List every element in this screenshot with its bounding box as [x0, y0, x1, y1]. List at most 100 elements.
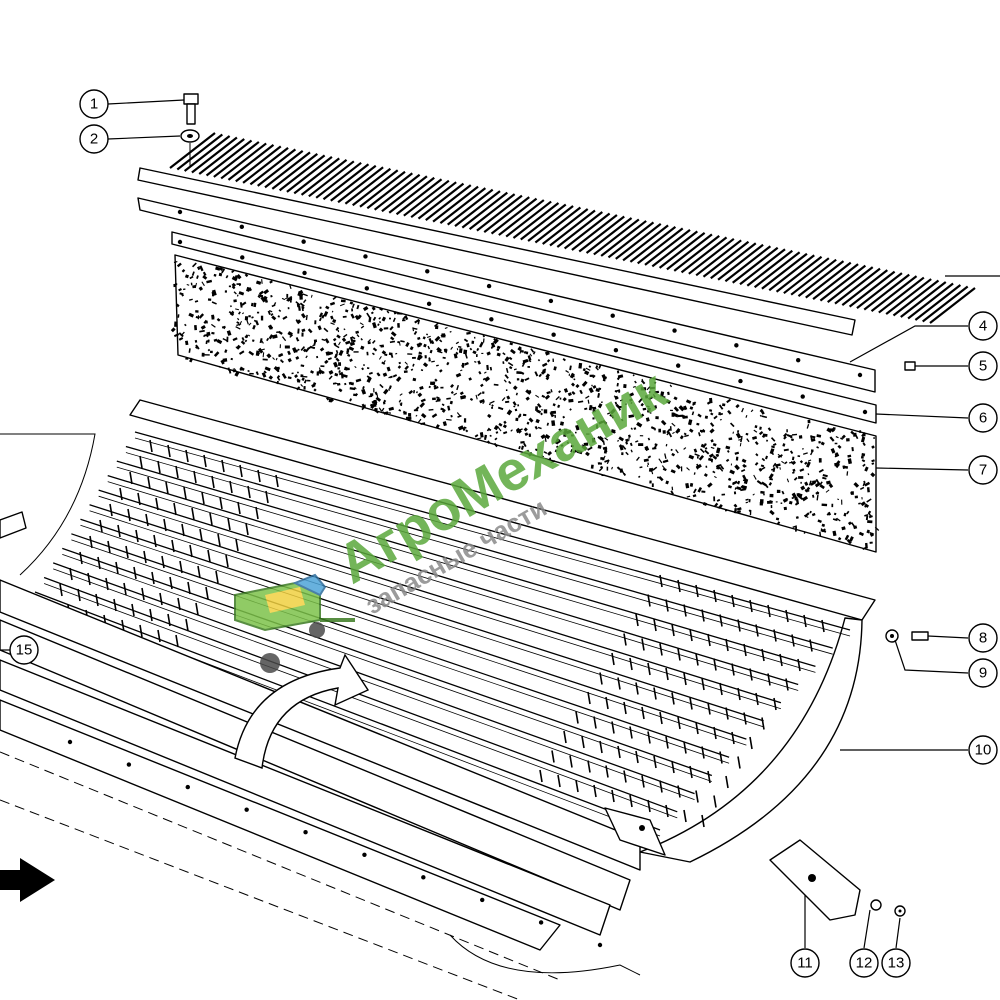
concave-slot: [611, 721, 615, 734]
mat-speck: [758, 431, 764, 436]
mat-speck: [562, 397, 567, 402]
mat-speck: [181, 331, 185, 336]
mat-speck: [466, 331, 471, 335]
mat-speck: [818, 468, 824, 473]
mat-speck: [248, 350, 255, 356]
mat-speck: [481, 352, 484, 354]
mat-speck: [329, 301, 336, 306]
mat-speck: [413, 330, 418, 336]
comb-finger: [249, 148, 297, 186]
mat-speck: [337, 367, 340, 370]
mat-speck: [471, 340, 475, 344]
mat-speck: [525, 389, 532, 395]
mat-speck: [271, 334, 278, 339]
mat-speck: [516, 371, 522, 375]
concave-slot: [653, 687, 657, 700]
comb-finger: [710, 242, 757, 280]
mat-speck: [853, 482, 860, 488]
callout-number: 10: [975, 742, 992, 759]
mat-speck: [482, 377, 486, 381]
concave-slot: [647, 799, 651, 813]
concave-slot: [139, 455, 143, 469]
mat-speck: [799, 468, 805, 472]
concave-slot: [623, 770, 627, 783]
concave-slot: [725, 707, 729, 720]
mat-speck: [218, 272, 223, 277]
comb-finger: [235, 145, 282, 183]
concave-slot: [139, 624, 143, 638]
mat-speck: [260, 296, 267, 303]
mat-speck: [388, 388, 391, 391]
mat-speck: [455, 351, 459, 355]
mat-speck: [632, 374, 635, 377]
comb-finger: [732, 246, 779, 284]
concave-bar: [116, 460, 816, 667]
mat-speck: [220, 359, 225, 365]
mat-speck: [255, 320, 259, 326]
mat-speck: [330, 322, 335, 326]
mat-speck: [638, 443, 644, 447]
mat-speck: [445, 349, 448, 354]
mat-speck: [446, 397, 451, 400]
mat-speck: [866, 529, 871, 534]
concave-slot: [665, 736, 669, 749]
concave-slot: [69, 567, 73, 581]
mat-speck: [683, 432, 687, 436]
mat-speck: [490, 342, 496, 348]
mat-speck: [768, 473, 774, 480]
mat-speck: [211, 291, 215, 295]
comb-finger: [242, 147, 289, 184]
mat-speck: [344, 309, 349, 313]
mat-speck: [253, 302, 257, 308]
concave-slot: [791, 634, 795, 647]
mat-speck: [324, 359, 329, 365]
comb-finger: [929, 287, 976, 324]
mat-speck: [449, 400, 453, 405]
mat-speck: [504, 356, 510, 362]
mat-speck: [704, 449, 710, 455]
mat-speck: [620, 418, 624, 422]
mat-speck: [185, 357, 189, 360]
concave-slot: [755, 692, 759, 706]
concave-slot: [623, 701, 627, 715]
mat-speck: [689, 406, 694, 410]
mat-speck: [502, 361, 505, 365]
mat-speck: [681, 414, 687, 419]
mat-speck: [534, 425, 538, 430]
mat-speck: [428, 359, 431, 362]
concave-slot: [605, 696, 609, 710]
mat-speck: [767, 427, 772, 432]
mat-speck: [332, 319, 337, 324]
mat-speck: [375, 396, 382, 402]
concave-slot: [107, 540, 111, 554]
mat-speck: [439, 339, 443, 343]
mat-speck: [762, 433, 768, 437]
mat-speck: [236, 317, 240, 321]
mat-speck: [587, 399, 590, 404]
mat-speck: [378, 316, 382, 320]
callout-10: 10: [968, 735, 998, 765]
mat-speck: [846, 538, 852, 545]
mat-speck: [546, 390, 551, 395]
mat-speck: [588, 365, 592, 368]
concave-slot: [159, 592, 163, 606]
mat-speck: [198, 286, 204, 291]
comb-finger: [556, 211, 603, 248]
mat-speck: [194, 300, 199, 303]
mat-speck: [489, 366, 493, 371]
mat-speck: [837, 444, 842, 449]
mat-speck: [343, 328, 346, 331]
comb-finger: [447, 188, 494, 226]
mat-speck: [386, 310, 390, 314]
mat-speck: [693, 488, 697, 494]
concave-slot: [659, 643, 663, 656]
concave-bar: [52, 562, 695, 795]
mat-speck: [178, 332, 184, 338]
mat-speck: [740, 488, 746, 492]
mat-speck: [434, 378, 438, 382]
mat-speck: [398, 409, 402, 412]
mat-speck: [685, 399, 692, 404]
mat-speck: [740, 485, 743, 489]
mat-speck: [544, 394, 551, 400]
mat-speck: [792, 471, 795, 474]
